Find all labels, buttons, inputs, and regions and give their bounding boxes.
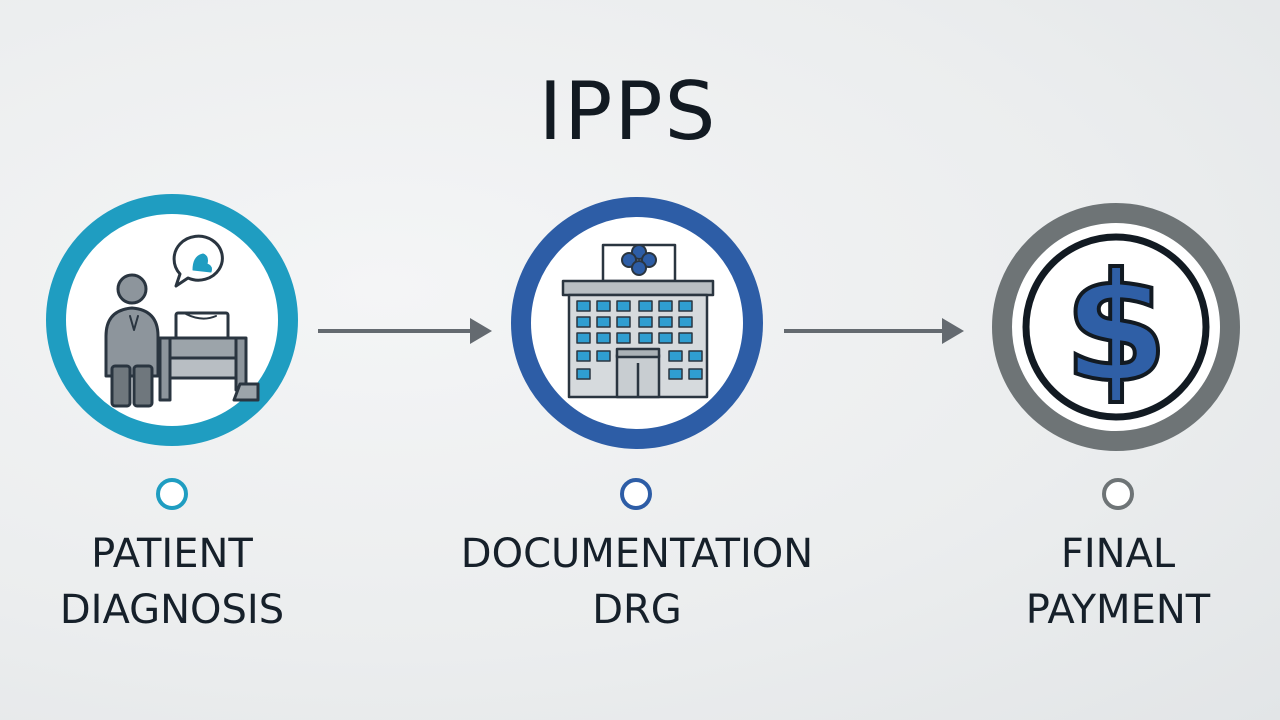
hospital-building-icon	[561, 243, 715, 399]
stage-label-patient-diagnosis: PATIENT DIAGNOSIS	[22, 526, 322, 638]
window	[658, 316, 673, 328]
dollar-coin-icon: $	[1062, 240, 1170, 418]
window	[678, 300, 693, 312]
window	[638, 316, 653, 328]
timeline-node-3	[1102, 478, 1134, 510]
stage-label-final-payment: FINAL PAYMENT	[978, 526, 1258, 638]
window	[638, 300, 653, 312]
window	[668, 350, 683, 362]
stage-final-payment: $	[992, 203, 1240, 451]
stage-label-line1: FINAL	[1060, 531, 1176, 577]
stage-label-documentation-drg: DOCUMENTATION DRG	[420, 526, 854, 638]
window	[596, 350, 611, 362]
window	[658, 300, 673, 312]
window	[616, 332, 631, 344]
diagram-title: IPPS	[538, 65, 718, 158]
window	[678, 316, 693, 328]
window	[658, 332, 673, 344]
window	[688, 368, 703, 380]
stage-label-line1: PATIENT	[91, 531, 253, 577]
svg-text:$: $	[1064, 242, 1168, 416]
stage-label-line2: DIAGNOSIS	[59, 587, 285, 633]
window	[576, 350, 591, 362]
arrow-2	[784, 318, 964, 344]
window	[576, 368, 591, 380]
window	[576, 332, 591, 344]
window	[576, 300, 591, 312]
window	[616, 300, 631, 312]
window	[576, 316, 591, 328]
stage-label-line2: PAYMENT	[1025, 587, 1211, 633]
window	[668, 368, 683, 380]
window	[638, 332, 653, 344]
window	[596, 316, 611, 328]
stage-label-line2: DRG	[592, 587, 682, 633]
arrow-1	[318, 318, 492, 344]
window	[678, 332, 693, 344]
stage-label-line1: DOCUMENTATION	[460, 531, 814, 577]
timeline-node-1	[156, 478, 188, 510]
window	[688, 350, 703, 362]
window	[596, 332, 611, 344]
timeline-node-2	[620, 478, 652, 510]
patient-at-bed-icon	[104, 234, 260, 408]
window	[596, 300, 611, 312]
stage-patient-diagnosis	[46, 194, 298, 446]
stage-documentation-drg	[511, 197, 763, 449]
window	[616, 316, 631, 328]
